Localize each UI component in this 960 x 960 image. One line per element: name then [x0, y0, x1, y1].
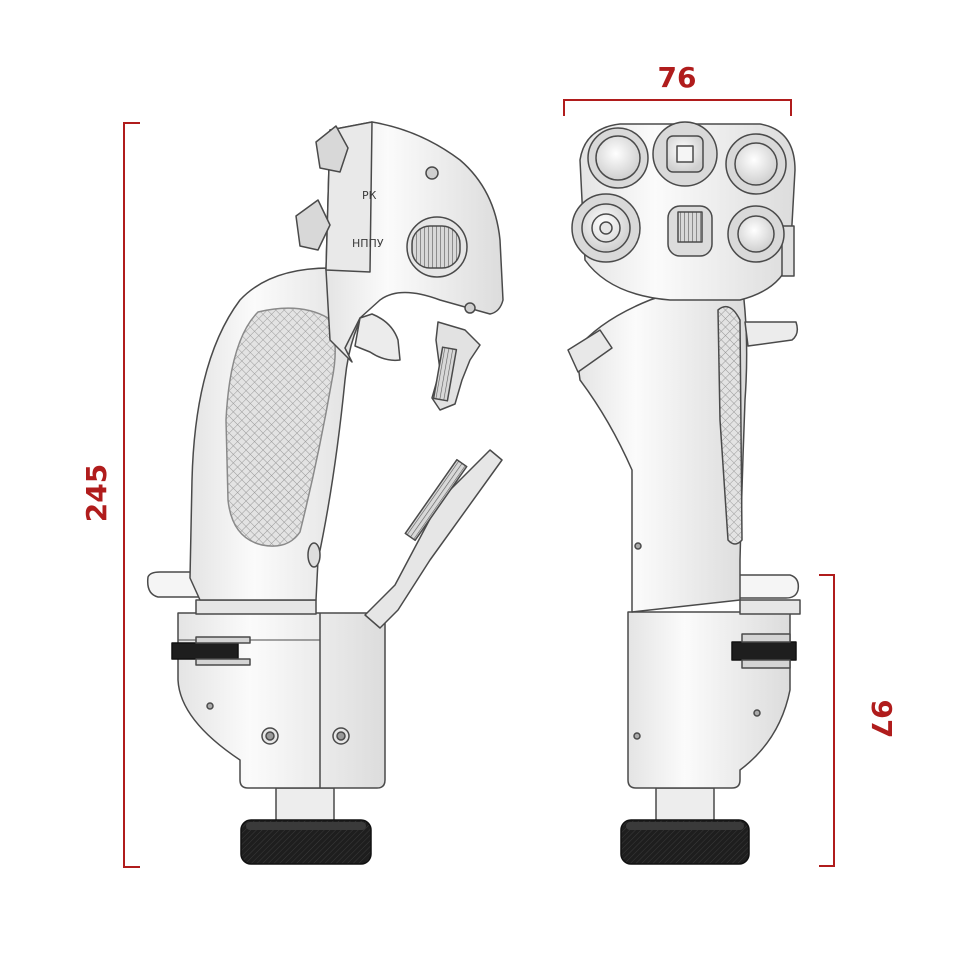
- hat-switch-top-right: [725, 133, 787, 195]
- hat-switch-bottom-left: [571, 193, 641, 263]
- dimension-head-width: 76: [563, 61, 792, 116]
- front-head: [571, 121, 796, 301]
- head-screw-icon: [425, 166, 439, 180]
- head-label-top: РК: [362, 189, 377, 202]
- front-grip: [567, 269, 799, 613]
- side-base-knob: [240, 787, 372, 865]
- joystick-front-view: [567, 121, 801, 865]
- hat-switch-bottom-center: [667, 205, 713, 257]
- dimension-total-height: 245: [80, 122, 140, 868]
- dimension-line-head-width: [563, 99, 792, 116]
- side-flip-lever: [364, 449, 503, 629]
- side-head: РК НППУ: [295, 121, 504, 363]
- hat-switch-top-left: [587, 127, 649, 189]
- dimension-line-base-height: [819, 574, 835, 867]
- dimension-line-total-height: [123, 122, 140, 868]
- head-label-bottom: НППУ: [352, 237, 384, 250]
- dimension-label-head-width: 76: [658, 61, 697, 94]
- front-base-knob: [620, 787, 750, 865]
- front-base-housing: [627, 611, 797, 789]
- hat-switch-bottom-right: [727, 205, 785, 263]
- side-grip: [189, 267, 376, 601]
- dimension-base-height: 97: [819, 574, 898, 867]
- dimension-label-total-height: 245: [80, 464, 113, 522]
- dimension-label-base-height: 97: [865, 700, 898, 739]
- joystick-side-view: РК НППУ: [146, 121, 504, 865]
- side-base-housing: [171, 612, 386, 789]
- side-trigger: [354, 313, 481, 411]
- hat-switch-top-center: [652, 121, 718, 187]
